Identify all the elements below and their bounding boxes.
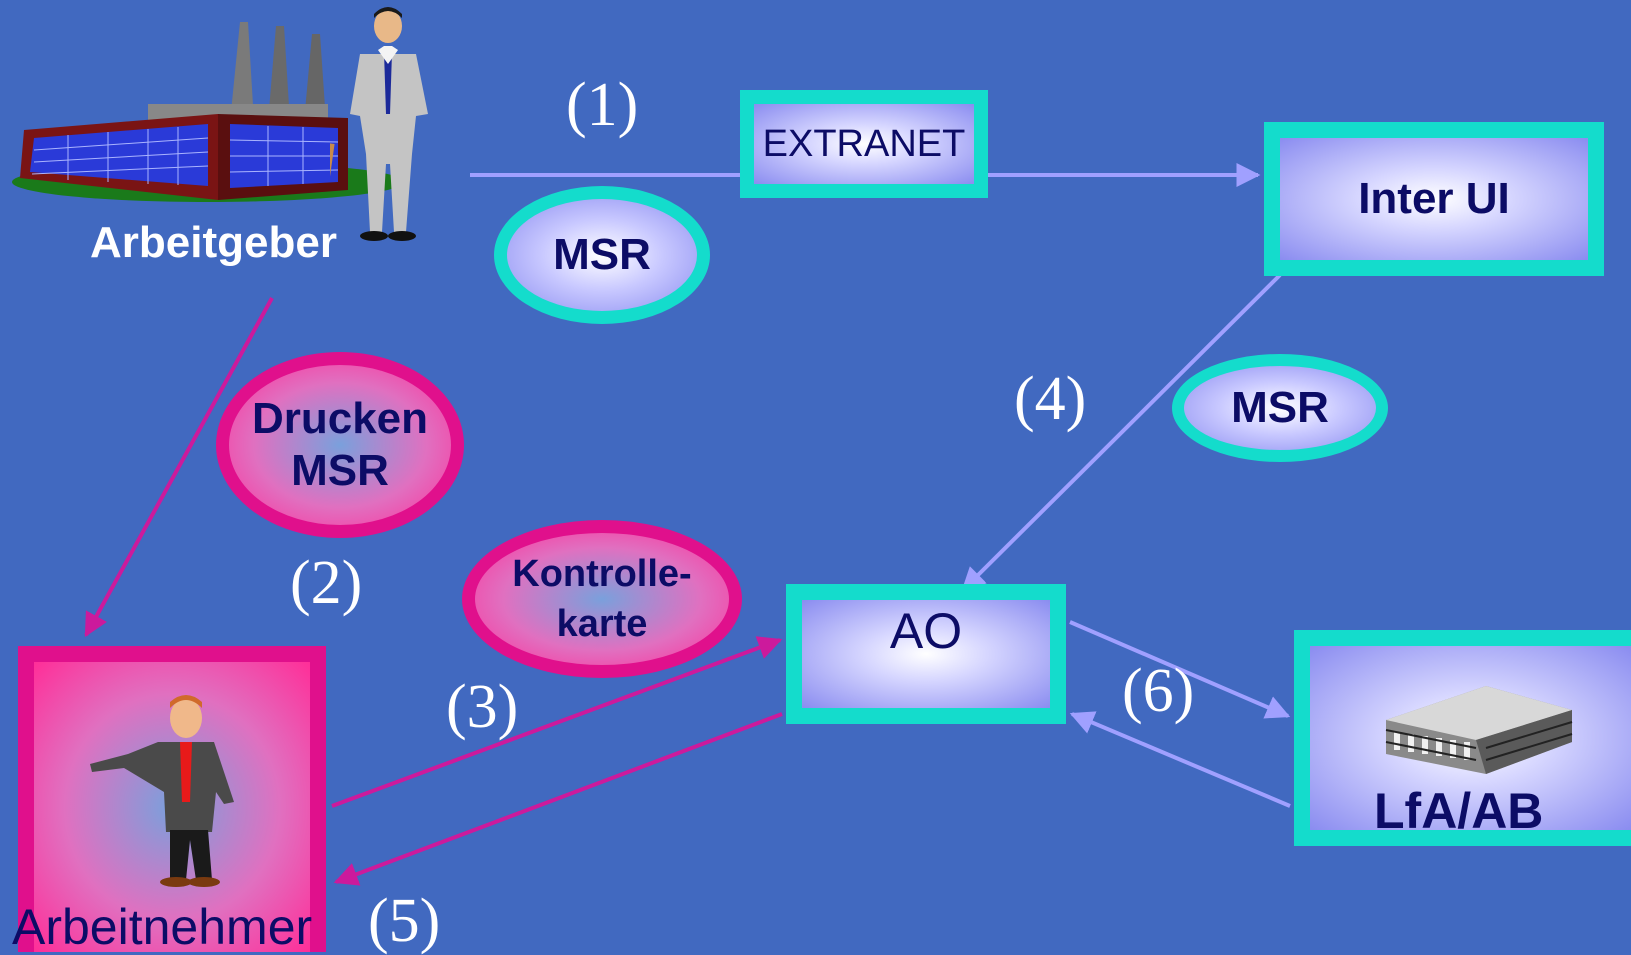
step-2-label: (2) [290,549,363,617]
drucken-msr-label: MSR [291,446,389,495]
step-6-label: (6) [1122,657,1195,725]
arrow-arbeitnehmer-to-ao [331,636,783,808]
msr-ellipse-top: MSR [494,186,710,324]
arrow-lfa-to-ao [1069,711,1291,808]
step-3-label: (3) [446,673,519,741]
ao-box: AO [786,584,1066,724]
ao-label: AO [889,603,963,659]
inter-ui-box: Inter UI [1264,122,1604,276]
arrow-inter-ui-to-ao [961,273,1282,592]
factory-icon [12,22,404,202]
drucken-msr-ellipse: Drucken MSR [216,352,464,538]
inter-ui-label: Inter UI [1358,174,1510,223]
businessman-icon [330,7,428,241]
kontrollkarte-ellipse: Kontrolle- karte [462,520,742,678]
step-1-label: (1) [566,71,639,139]
msr-top-label: MSR [553,230,651,279]
step-4-label: (4) [1014,365,1087,433]
extranet-label: EXTRANET [762,122,966,165]
arbeitnehmer-box [18,646,326,952]
lfa-ab-label: LfA/AB [1374,783,1544,839]
msr-ellipse-right: MSR [1172,354,1388,462]
arbeitgeber-label: Arbeitgeber [90,218,337,267]
lfa-ab-box: LfA/AB [1294,630,1631,846]
arrow-arbeitgeber-to-arbeitnehmer [84,297,274,638]
karte-label: karte [556,603,648,645]
kontrolle-label: Kontrolle- [512,553,692,595]
office-building-icon [1385,686,1573,774]
employee-icon [90,695,234,887]
msr-right-label: MSR [1231,383,1329,432]
drucken-label: Drucken [251,394,429,443]
extranet-box: EXTRANET [740,90,988,198]
arrow-ao-to-lfa [1069,620,1291,719]
arbeitnehmer-label: Arbeitnehmer [12,899,313,955]
step-5-label: (5) [368,887,441,955]
arrow-ao-to-arbeitnehmer [333,712,783,886]
